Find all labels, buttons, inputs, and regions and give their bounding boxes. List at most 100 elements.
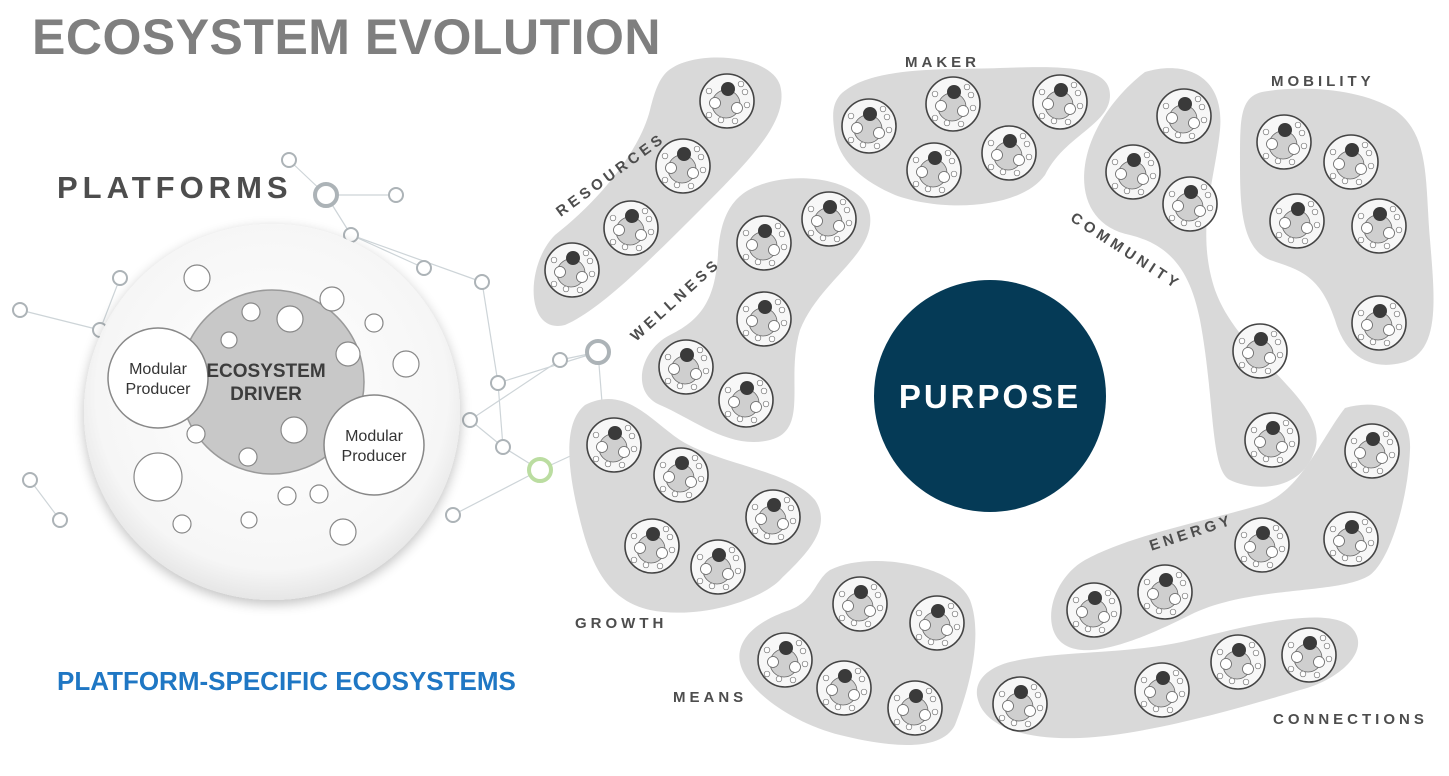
- mini-small-circle: [1072, 620, 1080, 628]
- mini-small-circle: [848, 704, 856, 712]
- network-line: [99, 277, 121, 331]
- mini-dark-dot: [721, 82, 735, 96]
- network-node: [495, 439, 511, 455]
- mini-dark-dot: [909, 689, 923, 703]
- mini-producer-circle: [663, 471, 675, 483]
- mini-small-circle: [1388, 451, 1396, 459]
- mini-small-circle: [1276, 456, 1284, 464]
- mini-small-circle: [969, 104, 977, 112]
- label-growth: GROWTH: [575, 615, 668, 632]
- mini-small-circle: [754, 334, 762, 342]
- mini-small-circle: [695, 462, 703, 470]
- mini-producer-circle: [1147, 588, 1159, 600]
- mini-platform-icon: [1137, 564, 1193, 620]
- mini-small-circle: [1176, 677, 1184, 685]
- mini-small-circle: [1168, 190, 1176, 198]
- mini-small-circle: [768, 259, 776, 267]
- mini-small-circle: [925, 687, 933, 695]
- mini-small-circle: [731, 117, 739, 125]
- mini-small-circle: [987, 139, 995, 147]
- mini-dark-dot: [625, 209, 639, 223]
- network-node: [527, 457, 553, 483]
- mini-small-circle: [1274, 338, 1282, 346]
- mini-small-circle: [874, 591, 882, 599]
- platform-small-circle: [172, 514, 192, 534]
- mini-small-circle: [1111, 158, 1119, 166]
- mini-small-circle: [734, 567, 742, 575]
- mini-small-circle: [661, 152, 669, 160]
- mini-small-circle: [1264, 367, 1272, 375]
- mini-small-circle: [1024, 720, 1032, 728]
- mini-producer-circle: [1264, 352, 1276, 364]
- mini-small-circle: [1140, 676, 1148, 684]
- mini-small-circle: [671, 490, 679, 498]
- mini-producer-circle: [1361, 319, 1373, 331]
- network-node: [445, 507, 461, 523]
- mini-small-circle: [870, 583, 878, 591]
- mini-small-circle: [1393, 310, 1401, 318]
- mini-producer-circle: [613, 224, 625, 236]
- mini-small-circle: [1275, 207, 1283, 215]
- mini-dark-dot: [1159, 573, 1173, 587]
- mini-small-circle: [621, 243, 629, 251]
- mini-small-circle: [1307, 200, 1315, 208]
- mini-small-circle: [839, 198, 847, 206]
- mini-small-circle: [754, 258, 762, 266]
- mini-small-circle: [847, 112, 855, 120]
- mini-small-circle: [1341, 554, 1349, 562]
- mini-dark-dot: [1184, 185, 1198, 199]
- mini-producer-circle: [991, 149, 1003, 161]
- mini-small-circle: [850, 619, 858, 627]
- mini-small-circle: [845, 219, 853, 227]
- mini-small-circle: [1166, 706, 1174, 714]
- mini-small-circle: [859, 141, 867, 149]
- mini-small-circle: [582, 249, 590, 257]
- mini-small-circle: [742, 329, 750, 337]
- mini-small-circle: [673, 181, 681, 189]
- mini-small-circle: [588, 270, 596, 278]
- label-connections: CONNECTIONS: [1273, 711, 1428, 728]
- network-line: [469, 359, 561, 421]
- mini-producer-circle: [916, 166, 928, 178]
- mini-producer-circle: [938, 171, 950, 183]
- mini-producer-circle: [848, 689, 860, 701]
- page-title: ECOSYSTEM EVOLUTION: [32, 9, 662, 65]
- mini-small-circle: [659, 485, 667, 493]
- mini-small-circle: [1266, 561, 1274, 569]
- mini-small-circle: [1076, 102, 1084, 110]
- platform-specific-ecosystems-heading: PLATFORM-SPECIFIC ECOSYSTEMS: [57, 666, 516, 696]
- mini-small-circle: [1064, 118, 1072, 126]
- mini-dark-dot: [1266, 421, 1280, 435]
- mini-small-circle: [1162, 102, 1170, 110]
- mini-producer-circle: [1242, 347, 1254, 359]
- mini-small-circle: [1198, 103, 1206, 111]
- mini-dark-dot: [608, 426, 622, 440]
- network-node: [490, 375, 506, 391]
- mini-platform-icon: [690, 539, 746, 595]
- mini-small-circle: [1050, 117, 1058, 125]
- mini-producer-circle: [957, 105, 969, 117]
- mini-small-circle: [586, 257, 594, 265]
- platform-small-circle: [276, 305, 304, 333]
- platform-small-circle: [309, 484, 329, 504]
- mini-small-circle: [1369, 241, 1377, 249]
- mini-small-circle: [1313, 221, 1321, 229]
- mini-producer-circle: [1115, 168, 1127, 180]
- mini-small-circle: [938, 186, 946, 194]
- mini-small-circle: [864, 620, 872, 628]
- mini-producer-circle: [864, 605, 876, 617]
- mini-platform-icon: [925, 76, 981, 132]
- mini-small-circle: [1194, 95, 1202, 103]
- network-line: [19, 309, 101, 331]
- mini-platform-icon: [1344, 423, 1400, 479]
- mini-small-circle: [944, 149, 952, 157]
- mini-platform-icon: [1351, 295, 1407, 351]
- mini-small-circle: [736, 415, 744, 423]
- mini-small-circle: [668, 546, 676, 554]
- mini-small-circle: [609, 214, 617, 222]
- mini-producer-circle: [665, 162, 677, 174]
- mini-small-circle: [609, 238, 617, 246]
- mini-dark-dot: [779, 641, 793, 655]
- mini-small-circle: [987, 163, 995, 171]
